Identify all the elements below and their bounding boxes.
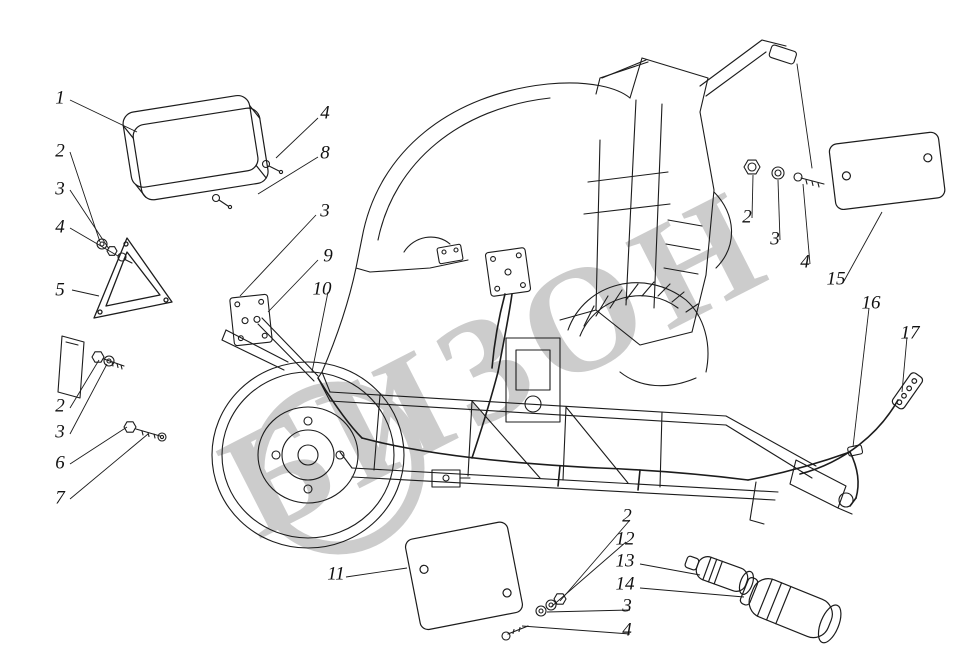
callout-1: 1 — [55, 87, 65, 109]
callout-4-left: 4 — [55, 216, 65, 238]
callout-16: 16 — [861, 292, 881, 314]
wiring-harness — [317, 293, 899, 507]
callout-5: 5 — [55, 279, 65, 301]
part-fasteners-top-right — [743, 159, 825, 188]
part-plate-15 — [828, 131, 946, 211]
callout-3-bottom: 3 — [622, 595, 632, 617]
callout-2-left: 2 — [55, 140, 65, 162]
callout-4-lamp: 4 — [320, 102, 330, 124]
part-bracket-9 — [229, 293, 273, 347]
callout-8: 8 — [320, 142, 330, 164]
callout-2-bolt-left: 2 — [55, 395, 65, 417]
leader-lines — [69, 99, 908, 635]
machine-body — [221, 39, 854, 525]
callout-2-bottom: 2 — [622, 505, 632, 527]
watermark-emblem-circle — [251, 381, 425, 555]
part-plate-bolt-left — [57, 335, 125, 399]
wheel — [211, 361, 405, 549]
part-lamp-1-screws — [211, 159, 284, 210]
callout-9: 9 — [323, 245, 333, 267]
callout-3-bracket: 3 — [320, 200, 330, 222]
callout-12: 12 — [615, 528, 635, 550]
machine-drawing — [57, 39, 946, 644]
part-lamp-1 — [122, 94, 269, 201]
callout-3-left: 3 — [55, 178, 65, 200]
callout-14: 14 — [615, 573, 635, 595]
callout-7: 7 — [55, 487, 65, 509]
callout-3-bolt-left: 3 — [55, 421, 65, 443]
callout-17: 17 — [900, 322, 920, 344]
callout-3-right: 3 — [770, 228, 780, 250]
callout-10: 10 — [312, 278, 332, 300]
callout-4-right: 4 — [800, 251, 810, 273]
part-reflector-triangle-5 — [93, 237, 173, 319]
callout-13: 13 — [615, 550, 635, 572]
bracket-9-rod-2 — [257, 323, 315, 382]
cable-connector-16 — [847, 444, 864, 457]
cable-plug-17 — [891, 372, 924, 410]
part-bolt-6-7 — [123, 421, 167, 442]
part-fasteners-bottom — [501, 593, 567, 641]
callout-6: 6 — [55, 452, 65, 474]
part-connector-14 — [739, 577, 842, 644]
callout-2-right: 2 — [742, 206, 752, 228]
part-bracket-10 — [484, 247, 532, 297]
bracket-9-rod — [261, 317, 319, 377]
callout-15: 15 — [826, 268, 846, 290]
callout-11: 11 — [327, 563, 345, 585]
part-plate-11 — [404, 521, 524, 631]
callout-4-bottom: 4 — [622, 619, 632, 641]
